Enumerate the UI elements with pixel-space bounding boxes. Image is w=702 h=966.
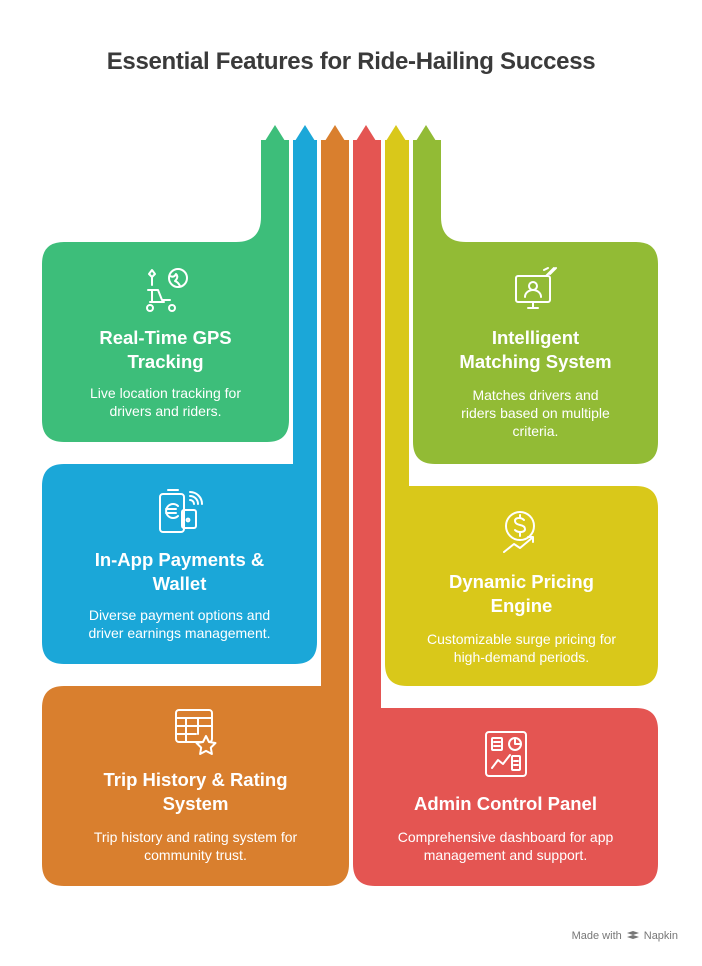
feature-desc-line: management and support. xyxy=(423,847,588,863)
feature-title-line: Engine xyxy=(490,595,553,616)
blue-shape xyxy=(42,125,317,664)
monitor-user-icon xyxy=(514,267,557,309)
feature-title: Trip History & Rating System xyxy=(42,768,349,816)
feature-title-line: Admin Control Panel xyxy=(414,793,597,814)
feature-desc-line: Diverse payment options and xyxy=(88,607,271,623)
feature-title: In-App Payments & Wallet xyxy=(42,548,317,596)
feature-desc-line: Customizable surge pricing for xyxy=(426,631,617,647)
feature-title-line: Intelligent xyxy=(491,327,580,348)
feature-title-line: Matching System xyxy=(459,351,612,372)
footer-attribution: Made with Napkin xyxy=(572,930,678,942)
feature-description: Live location tracking for drivers and r… xyxy=(42,384,289,420)
dollar-trend-icon xyxy=(502,511,535,553)
orange-shape xyxy=(42,125,349,886)
feature-description: Matches drivers and riders based on mult… xyxy=(413,386,658,440)
feature-title-line: Real-Time GPS xyxy=(99,327,232,348)
feature-description: Comprehensive dashboard for app manageme… xyxy=(353,828,658,864)
feature-description: Diverse payment options and driver earni… xyxy=(42,606,317,642)
feature-title-line: Wallet xyxy=(152,573,207,594)
feature-desc-line: drivers and riders. xyxy=(109,403,222,419)
yellow-shape xyxy=(385,125,658,686)
feature-desc-line: riders based on multiple xyxy=(461,405,610,421)
made-with-text: Made with xyxy=(571,930,622,942)
feature-desc-line: driver earnings management. xyxy=(88,625,271,641)
dashboard-icon xyxy=(484,731,527,777)
feature-desc-line: Live location tracking for xyxy=(90,385,241,401)
feature-desc-line: criteria. xyxy=(512,423,559,439)
feature-description: Trip history and rating system for commu… xyxy=(42,828,349,864)
napkin-logo-icon xyxy=(626,931,639,939)
feature-card-matching: Intelligent Matching System Matches driv… xyxy=(413,242,658,464)
red-shape xyxy=(353,125,658,886)
feature-desc-line: high-demand periods. xyxy=(453,649,590,665)
feature-title-line: In-App Payments & xyxy=(94,549,265,570)
green-shape xyxy=(42,125,289,442)
feature-title-line: Dynamic Pricing xyxy=(449,571,594,592)
feature-desc-line: community trust. xyxy=(144,847,247,863)
feature-title: Admin Control Panel xyxy=(353,792,658,816)
feature-desc-line: Trip history and rating system for xyxy=(93,829,298,845)
feature-card-payments: In-App Payments & Wallet Diverse payment… xyxy=(42,464,317,664)
feature-card-admin: Admin Control Panel Comprehensive dashbo… xyxy=(353,708,658,886)
feature-title: Real-Time GPS Tracking xyxy=(42,326,289,374)
feature-desc-line: Comprehensive dashboard for app xyxy=(397,829,614,845)
feature-description: Customizable surge pricing for high-dema… xyxy=(385,630,658,666)
brand-name: Napkin xyxy=(643,930,678,942)
feature-title: Dynamic Pricing Engine xyxy=(385,570,658,618)
table-star-icon xyxy=(174,709,216,755)
feature-card-trip-history: Trip History & Rating System Trip histor… xyxy=(42,686,349,886)
gps-tracking-icon xyxy=(145,268,188,312)
feature-card-gps: Real-Time GPS Tracking Live location tra… xyxy=(42,242,289,442)
feature-title-line: Trip History & Rating xyxy=(103,769,288,790)
feature-title-line: System xyxy=(162,793,229,814)
feature-desc-line: Matches drivers and xyxy=(472,387,599,403)
feature-title-line: Tracking xyxy=(127,351,204,372)
wallet-payment-icon xyxy=(158,489,203,533)
feature-card-pricing: Dynamic Pricing Engine Customizable surg… xyxy=(385,486,658,686)
page-title: Essential Features for Ride-Hailing Succ… xyxy=(106,48,596,75)
feature-title: Intelligent Matching System xyxy=(413,326,658,374)
